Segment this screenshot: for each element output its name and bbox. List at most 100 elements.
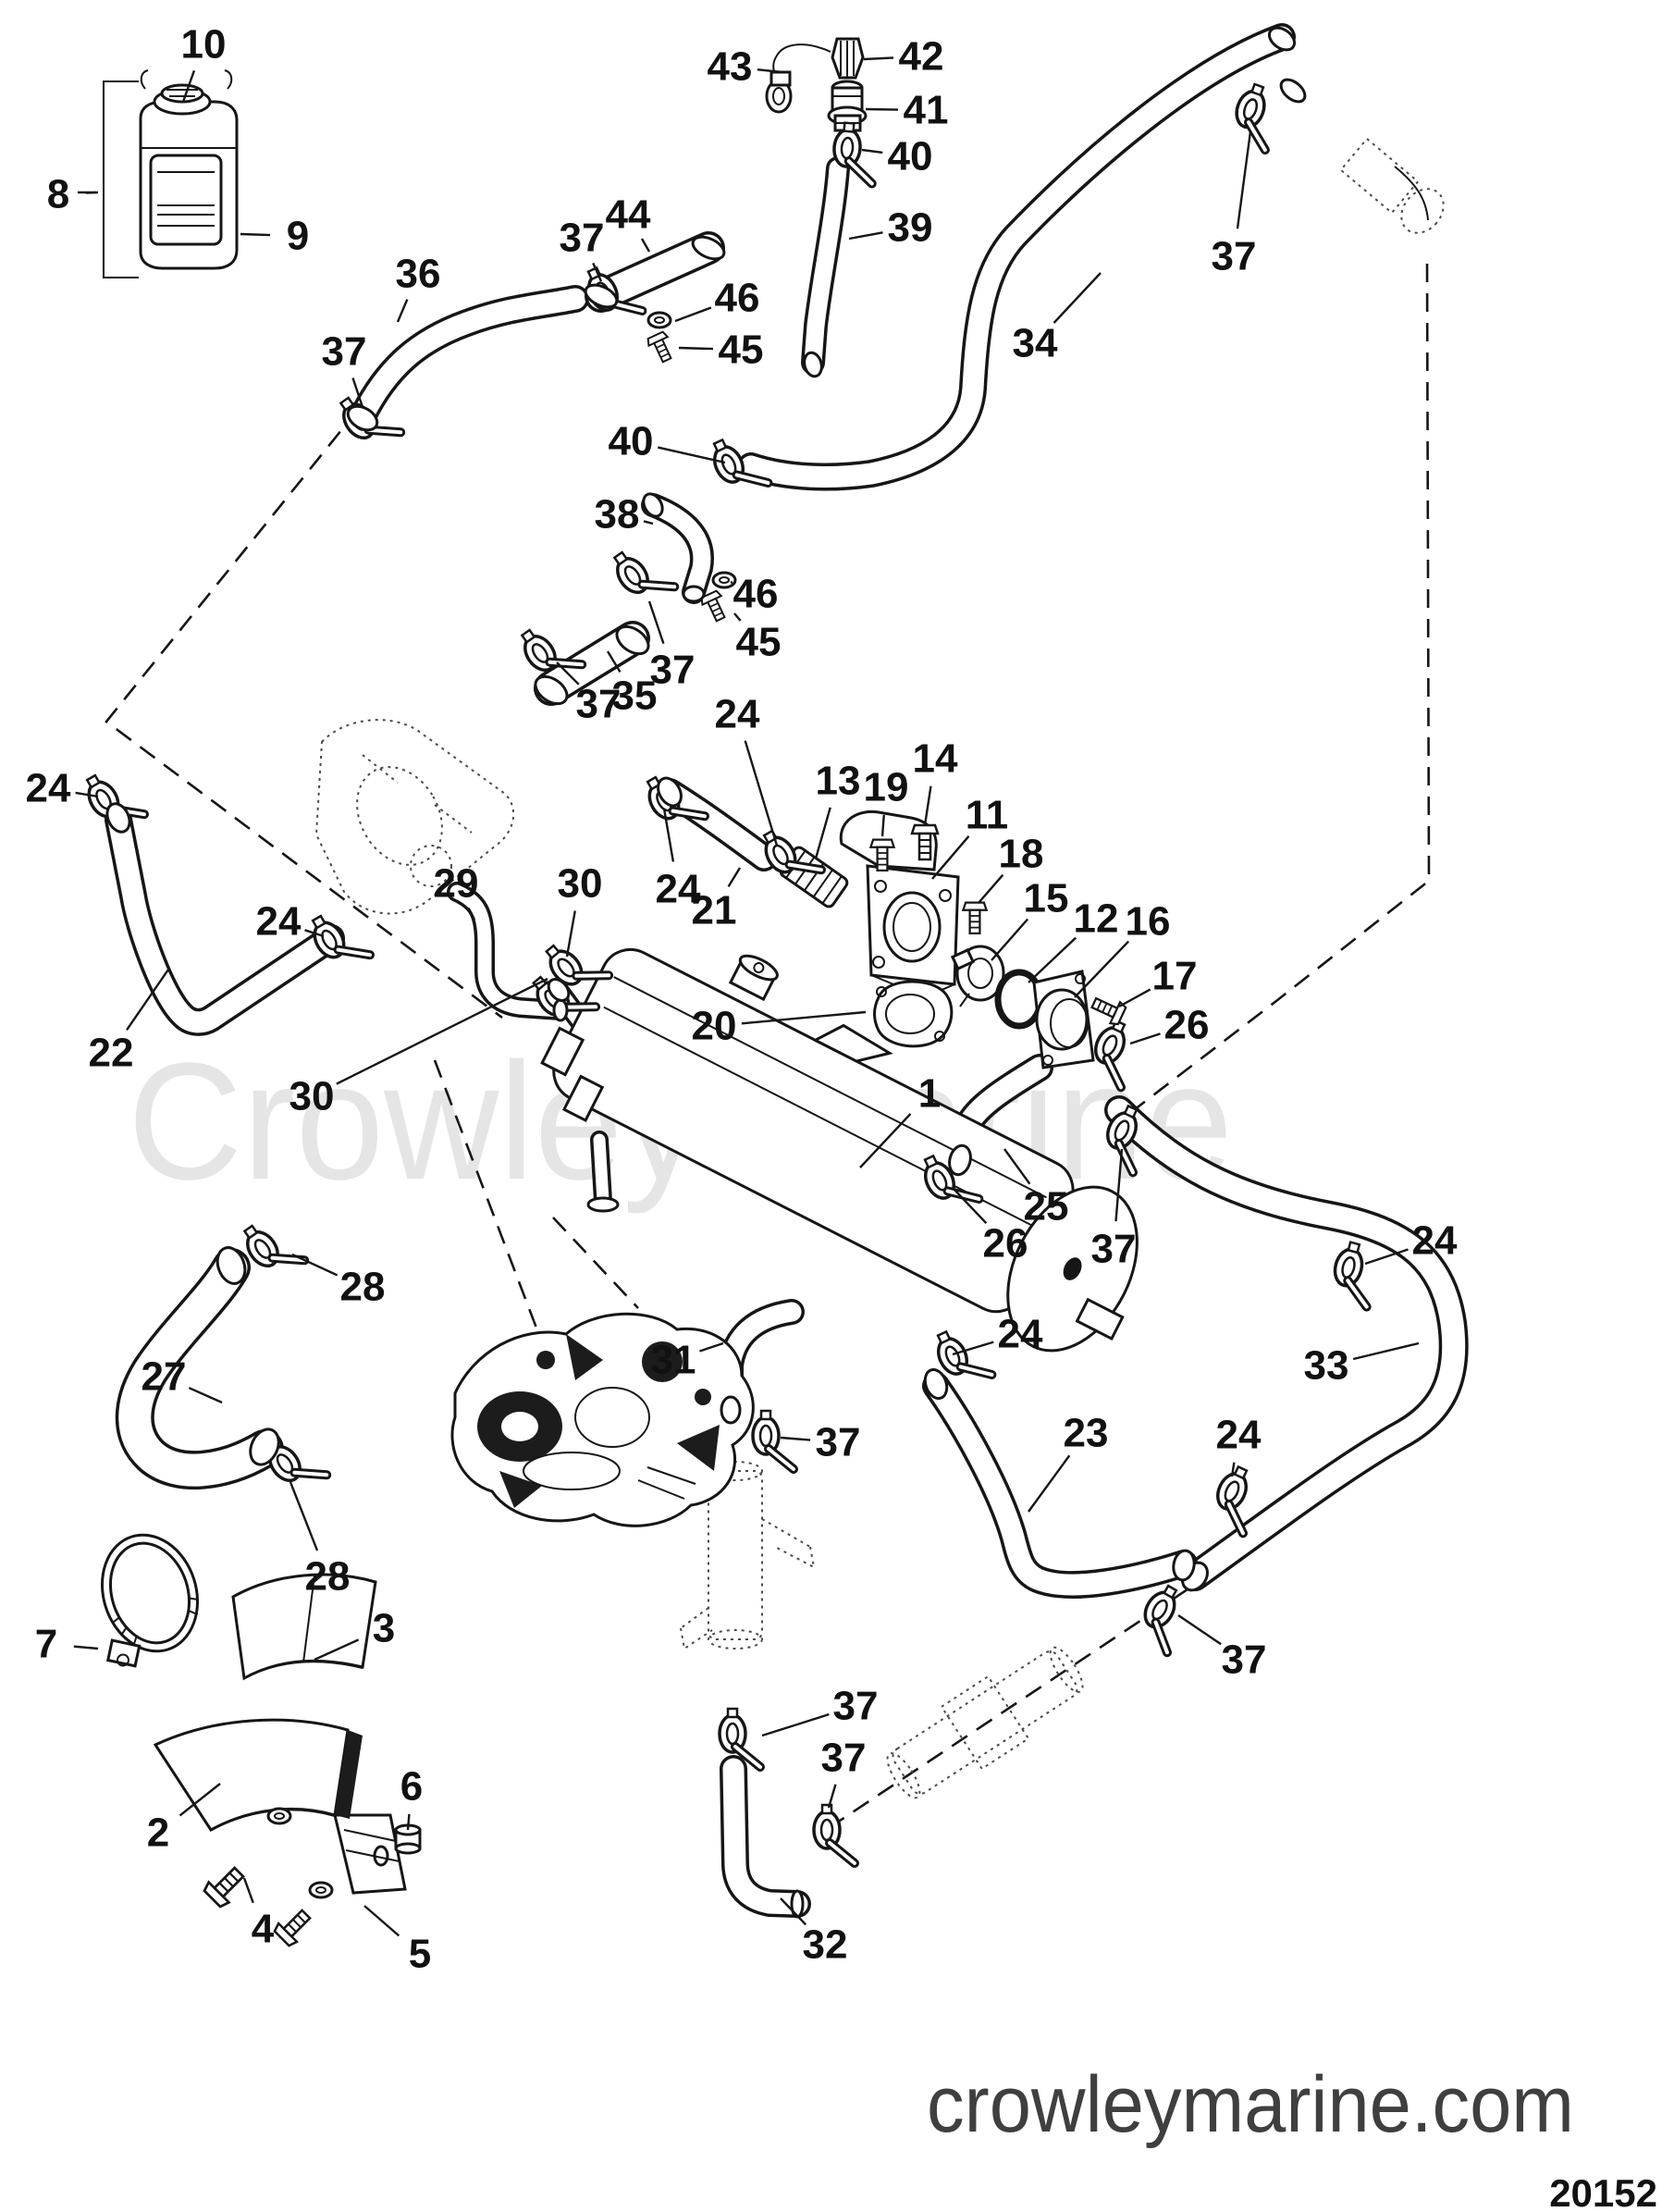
- callout-leader: [1074, 940, 1130, 998]
- callout-leader: [1028, 1454, 1071, 1513]
- bolt-icon: [203, 1866, 245, 1909]
- hose-clamp-icon: [311, 914, 375, 960]
- callout-leader: [954, 1189, 988, 1225]
- callout-number: 37: [1222, 1637, 1267, 1683]
- callout-number: 15: [1024, 876, 1069, 921]
- callout-number: 3: [373, 1606, 395, 1651]
- hose-clamp-icon: [1106, 1104, 1139, 1178]
- tube-open-end: [720, 1395, 742, 1425]
- tube-open-end: [552, 998, 569, 1022]
- callout-number: 4: [252, 1907, 275, 1952]
- callout-leader: [1230, 1462, 1236, 1477]
- hardware-stamps: [85, 26, 1372, 1947]
- tube-open-end: [948, 1143, 972, 1177]
- bolt-icon: [1090, 996, 1127, 1026]
- tube-open-end: [1267, 26, 1297, 52]
- callout-number: 6: [400, 1764, 423, 1810]
- exchanger-drain-flange: [586, 1196, 620, 1213]
- callout-number: 28: [340, 1265, 386, 1310]
- tube-open-end: [249, 1427, 280, 1466]
- ghost-engine-fitting-top-right: [1279, 78, 1445, 234]
- callout-number: 17: [1152, 954, 1198, 999]
- tube-open-end: [691, 235, 726, 261]
- bolt-icon: [961, 901, 989, 935]
- bolt-icon: [910, 823, 940, 861]
- callout-leader: [859, 1113, 912, 1168]
- callout-leader: [396, 299, 409, 323]
- callout-number: 37: [560, 216, 605, 261]
- callout-leader: [733, 612, 742, 622]
- callout-number: 35: [612, 673, 658, 719]
- callout-number: 34: [1013, 321, 1058, 366]
- hose-clamp-icon: [242, 1224, 310, 1267]
- callout-number: 2: [147, 1810, 169, 1856]
- callout-number: 38: [595, 492, 640, 538]
- callout-leader: [757, 68, 783, 74]
- callout-number: 26: [1164, 1003, 1210, 1048]
- tube-open-end: [682, 585, 706, 603]
- callout-leader: [242, 1877, 254, 1904]
- tube-open-end: [657, 776, 683, 808]
- callout-number: 30: [558, 861, 603, 907]
- hose-clamp-icon: [545, 944, 614, 986]
- callout-leader: [931, 835, 970, 880]
- coolant-reservoir-group: [103, 69, 239, 278]
- callout-number: 24: [656, 867, 701, 912]
- callout-number: 21: [692, 888, 737, 933]
- callout-number: 19: [864, 765, 909, 810]
- tube-open-end: [346, 404, 379, 432]
- drain-plug-group: [765, 37, 868, 132]
- callout-leader: [406, 1813, 411, 1831]
- callout-number: 5: [409, 1932, 431, 1977]
- hose-clamp-icon: [923, 1154, 984, 1204]
- callout-number: 33: [1304, 1343, 1349, 1389]
- callout-leader: [314, 1638, 360, 1662]
- washer-icon: [266, 1807, 292, 1825]
- callout-number: 24: [256, 899, 302, 945]
- callout-leader: [606, 650, 622, 673]
- callout-leader: [1364, 1248, 1409, 1266]
- callout-number: 41: [904, 88, 949, 133]
- callout-leader: [814, 807, 831, 859]
- tube-open-end: [923, 1368, 949, 1400]
- callout-number: 11: [966, 793, 1009, 838]
- callout-number: 45: [736, 620, 782, 665]
- callout-number: 1: [918, 1071, 941, 1117]
- callout-number: 37: [650, 648, 696, 693]
- callout-leader: [1114, 1148, 1124, 1222]
- callout-number: 28: [305, 1554, 351, 1600]
- callout-number: 18: [999, 832, 1044, 877]
- callout-leader: [1053, 272, 1102, 324]
- callout-leader: [126, 969, 169, 1031]
- callout-leader: [1003, 1148, 1031, 1185]
- callout-leader: [991, 918, 1029, 961]
- callout-leader: [467, 908, 476, 921]
- clamp-7-large: [100, 1533, 200, 1668]
- callout-number: 24: [26, 766, 71, 811]
- callout-leader: [85, 191, 99, 194]
- callout-number: 25: [1024, 1184, 1069, 1230]
- callout-leader: [861, 148, 883, 154]
- callout-number: 37: [1091, 1227, 1137, 1272]
- callout-leader: [640, 238, 651, 253]
- footer-part-number: 20152: [1549, 2171, 1657, 2212]
- hose-clamp-icon: [612, 550, 680, 594]
- callout-leader: [780, 1897, 807, 1926]
- callout-leader: [880, 814, 885, 837]
- callout-leader: [678, 346, 714, 351]
- callout-leader: [761, 1712, 830, 1737]
- callout-number: 45: [719, 327, 764, 373]
- callout-number: 23: [1064, 1411, 1109, 1456]
- bolt-icon: [646, 330, 672, 364]
- callout-number: 37: [821, 1736, 867, 1781]
- assembly-dashed-lines: [78, 191, 1431, 1830]
- washer-icon: [646, 311, 672, 329]
- callout-leader: [188, 1387, 223, 1404]
- hose-clamp-icon: [936, 1329, 997, 1379]
- callout-leader: [952, 1341, 994, 1356]
- callout-leader: [662, 808, 675, 862]
- callout-leader: [304, 929, 325, 938]
- callout-number: 31: [651, 1338, 696, 1383]
